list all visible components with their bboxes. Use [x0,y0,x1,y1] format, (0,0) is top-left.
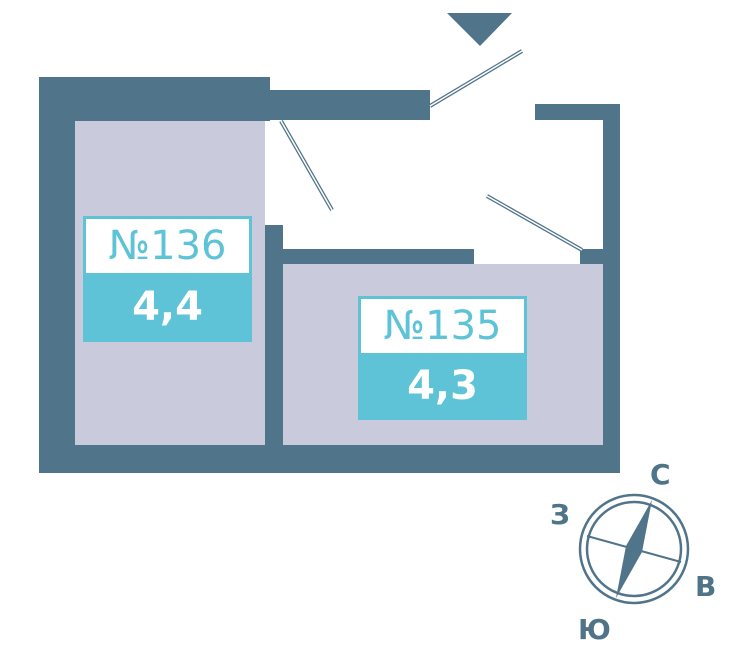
room-135-area: 4,3 [358,356,527,420]
compass-north-label: С [650,458,671,491]
room-136-label: №136 4,4 [83,216,252,342]
room-135-number: №135 [361,299,524,353]
room-135-number-box: №135 [358,296,527,356]
walls [39,77,620,473]
room-135-label: №135 4,3 [358,296,527,420]
compass-south-label: Ю [578,613,611,646]
compass-east-label: В [695,570,717,603]
entrance-arrow-icon [447,13,512,46]
compass-icon [578,493,690,605]
room-136-area: 4,4 [83,276,252,342]
room-136-number-box: №136 [83,216,252,276]
room-136-number: №136 [86,219,249,273]
compass-west-label: З [550,498,570,531]
door-swings [279,49,583,252]
